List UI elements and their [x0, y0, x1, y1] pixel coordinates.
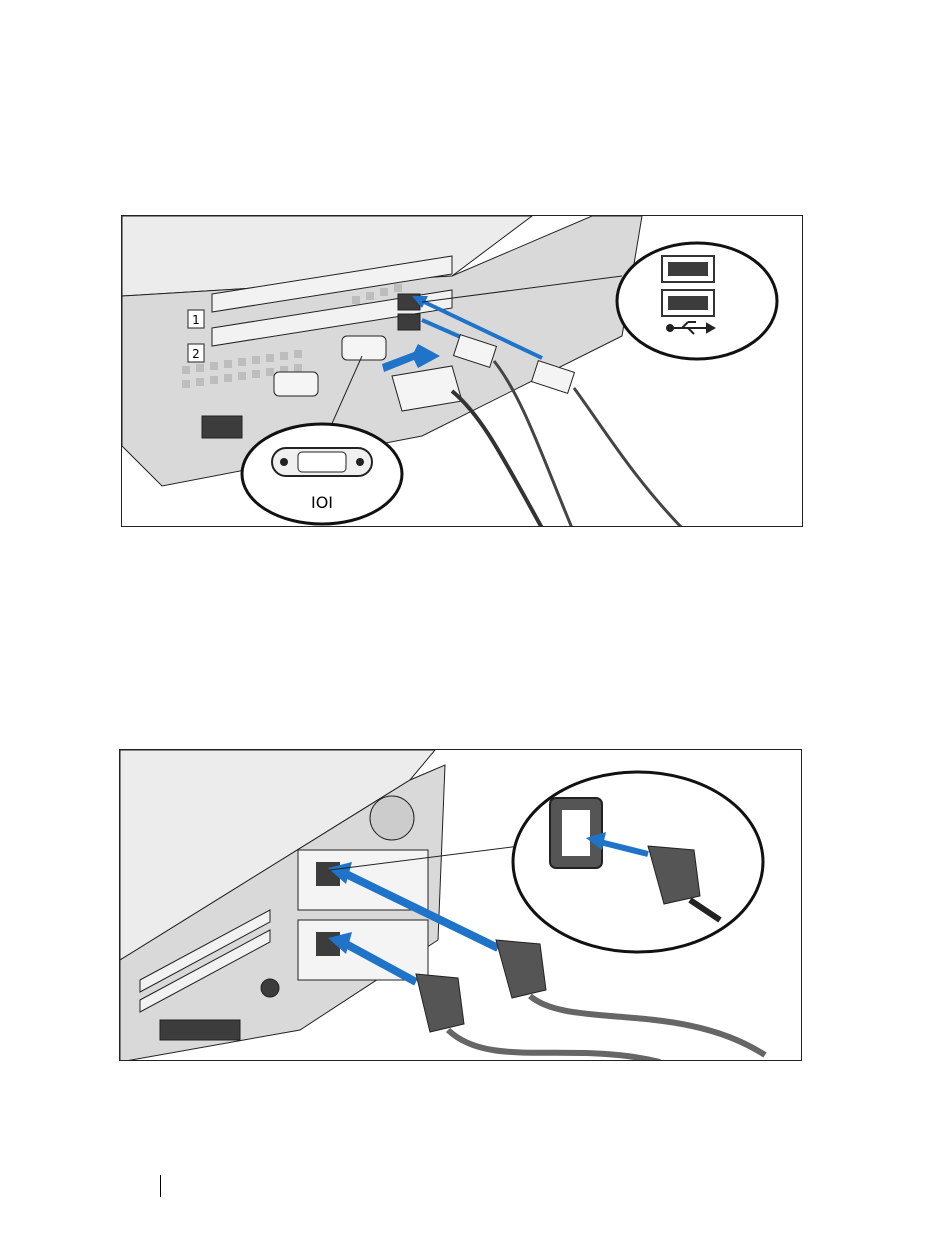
psu-fan	[370, 796, 414, 840]
server-rear-illustration: 1 2	[122, 216, 803, 527]
system-id-button	[261, 979, 279, 997]
vga-screw-right	[356, 458, 364, 466]
vga-pin-area	[298, 452, 346, 472]
usb-port-2	[398, 314, 420, 330]
usb-connector-2	[532, 361, 575, 394]
slot-number-1: 1	[192, 313, 200, 327]
vga-screw-left	[280, 458, 288, 466]
power-cable-2	[448, 1030, 660, 1061]
power-cable-1	[530, 996, 765, 1055]
figure-power-connection	[119, 749, 802, 1061]
power-connector-2	[416, 974, 464, 1032]
usb-cable-2	[574, 388, 682, 527]
usb-callout-port-2-inner	[668, 296, 708, 310]
network-ports	[202, 416, 242, 438]
power-connector-1	[496, 940, 546, 998]
slot-number-2: 2	[192, 347, 200, 361]
vga-symbol-label: IOI	[311, 493, 333, 512]
figure-video-usb-connection: 1 2	[121, 215, 803, 527]
serial-port	[274, 372, 318, 396]
vga-port	[342, 336, 386, 360]
power-inlet-socket	[562, 810, 590, 856]
page-footer-rule	[160, 1175, 161, 1197]
network-ports	[160, 1020, 240, 1040]
usb-callout-port-1-inner	[668, 262, 708, 276]
server-power-illustration	[120, 750, 802, 1061]
